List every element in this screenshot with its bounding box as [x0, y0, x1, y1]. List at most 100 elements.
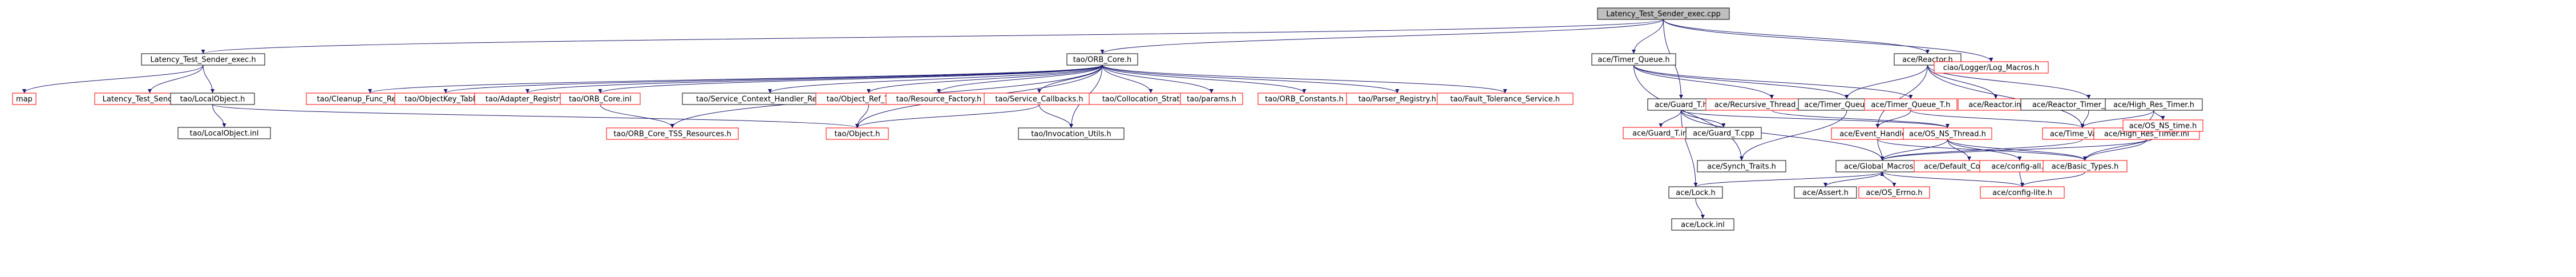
edge-guard-to-osnst — [1681, 110, 1950, 129]
node-orb[interactable]: tao/ORB_Core.h — [1066, 53, 1138, 66]
node-label: ace/Assert.h — [1802, 189, 1849, 198]
node-label: ace/Basic_Types.h — [2052, 163, 2118, 171]
node-label: ace/OS_NS_Thread.h — [1909, 130, 1986, 139]
node-label: Latency_Test_Sender_exec.cpp — [1606, 10, 1721, 19]
node-label: map — [16, 95, 33, 104]
node-box — [1018, 127, 1125, 140]
node-box — [1794, 186, 1857, 199]
edge-gm-to-configlite — [1882, 171, 2024, 187]
node-label: ciao/Logger/Log_Macros.h — [1943, 64, 2039, 73]
node-eh: ace/Event_Handler.h — [1831, 127, 1924, 140]
edge-gm-to-assert — [1823, 171, 1883, 187]
node-guardcpp[interactable]: ace/Guard_T.cpp — [1685, 127, 1762, 139]
node-oserrno: ace/OS_Errno.h — [1858, 186, 1930, 199]
node-orbinl: tao/ORB_Core.inl — [560, 93, 641, 105]
node-osnst: ace/OS_NS_Thread.h — [1903, 127, 1992, 140]
node-label: ace/Event_Handler.h — [1839, 130, 1916, 139]
edge-root-to-tq — [1632, 19, 1664, 54]
edge-configall-to-configlite — [2019, 171, 2024, 187]
edge-guard-to-lock — [1681, 110, 1698, 187]
node-box — [606, 127, 739, 140]
node-box — [1864, 98, 1958, 111]
edge-rtm-to-osnst — [1772, 110, 1950, 129]
node-label: tao/Adapter_Registry.h — [486, 95, 569, 104]
edge-orb-to-ort — [867, 65, 1103, 94]
node-label: Latency_Test_Sender_exec.h — [150, 56, 256, 65]
node-label: tao/ORB_Constants.h — [1265, 95, 1344, 104]
node-root[interactable]: Latency_Test_Sender_exec.cpp — [1597, 7, 1730, 20]
node-gm[interactable]: ace/Global_Macros.h — [1835, 160, 1929, 172]
edge-lock-to-lockinl — [1695, 198, 1705, 219]
node-box — [1858, 186, 1930, 199]
node-lock[interactable]: ace/Lock.h — [1668, 186, 1723, 199]
node-bt: ace/Basic_Types.h — [2043, 160, 2128, 172]
node-label: tao/Invocation_Utils.h — [1031, 130, 1111, 139]
node-label: ace/Guard_T.h — [1655, 101, 1707, 110]
node-box — [1980, 186, 2065, 199]
edge-hrt-to-osnstime — [2153, 110, 2165, 121]
edge-lobj-to-lobjinl — [212, 104, 227, 128]
edge-hrtinl-to-bt — [2083, 139, 2147, 161]
edge-tq-to-rtm — [1633, 65, 1774, 99]
edge-root-to-orb — [1100, 19, 1664, 54]
node-box — [560, 93, 641, 105]
edge-root-to-logm — [1663, 19, 1993, 62]
node-label: ace/Guard_T.cpp — [1693, 130, 1754, 138]
node-label: ace/OS_Errno.h — [1866, 189, 1922, 198]
node-label: ace/Lock.h — [1676, 189, 1716, 198]
node-label: tao/Service_Context_Handler_Registry.h — [696, 95, 844, 104]
node-layer: Latency_Test_Sender_exec.cppLatency_Test… — [12, 7, 2203, 231]
node-label: tao/Service_Callbacks.h — [995, 95, 1083, 104]
edge-orb-to-sc — [1037, 65, 1103, 94]
node-lobj[interactable]: tao/LocalObject.h — [170, 93, 255, 105]
node-label: tao/Parser_Registry.h — [1358, 95, 1436, 104]
node-label: ace/Synch_Traits.h — [1707, 163, 1776, 171]
node-label: ace/Reactor.inl — [1968, 101, 2023, 110]
node-logm: ciao/Logger/Log_Macros.h — [1934, 61, 2049, 74]
node-guard[interactable]: ace/Guard_T.h — [1647, 98, 1715, 111]
node-label: tao/Fault_Tolerance_Service.h — [1450, 95, 1560, 104]
node-lockinl[interactable]: ace/Lock.inl — [1671, 218, 1734, 231]
edge-orb-to-rf — [937, 65, 1103, 94]
node-box — [1597, 7, 1730, 20]
edge-reactor-to-tv — [1927, 65, 2085, 129]
node-assert[interactable]: ace/Assert.h — [1794, 186, 1857, 199]
edge-reactor-to-eh — [1875, 65, 1928, 129]
edge-eh-to-gm — [1877, 139, 1885, 161]
node-label: ace/High_Res_Timer.h — [2113, 101, 2194, 110]
node-box — [1697, 160, 1786, 172]
node-sc: tao/Service_Callbacks.h — [984, 93, 1095, 105]
node-params: tao/params.h — [1180, 93, 1243, 105]
edge-lts-to-lobj — [203, 65, 215, 94]
node-rf: tao/Resource_Factory.h — [885, 93, 992, 105]
edge-hrtinl-to-gm — [1880, 139, 2147, 161]
edge-tqfwd-to-st — [1740, 110, 1847, 161]
edge-tqt-to-tv — [1910, 110, 2085, 129]
node-tqt: ace/Timer_Queue_T.h — [1864, 98, 1958, 111]
edge-orb-to-cfr — [368, 65, 1103, 94]
node-configall: ace/config-all.h — [1979, 160, 2060, 172]
node-lobjinl[interactable]: tao/LocalObject.inl — [177, 127, 271, 139]
node-box — [1685, 127, 1762, 139]
node-ar: tao/Adapter_Registry.h — [474, 93, 581, 105]
node-label: ace/Timer_Queue.h — [1598, 56, 1669, 65]
node-box — [1591, 53, 1676, 66]
edge-root-to-reactor — [1663, 19, 1930, 54]
edge-tq-to-tqt — [1633, 65, 1913, 99]
node-okt: tao/ObjectKey_Table.h — [394, 93, 497, 105]
node-st[interactable]: ace/Synch_Traits.h — [1697, 160, 1786, 172]
edge-guard-to-guardcpp — [1681, 110, 1726, 128]
node-hrt[interactable]: ace/High_Res_Timer.h — [2105, 98, 2203, 111]
node-label: tao/LocalObject.h — [180, 95, 245, 104]
node-label: tao/Collocation_Strategy.h — [1102, 95, 1199, 104]
node-label: tao/Object.h — [834, 130, 880, 139]
node-iu[interactable]: tao/Invocation_Utils.h — [1018, 127, 1125, 140]
edge-orb-to-orbc — [1102, 65, 1307, 94]
node-label: tao/ORB_Core_TSS_Resources.h — [613, 130, 731, 139]
edge-orbinl-to-tss — [600, 104, 674, 129]
edge-orb-to-fts — [1102, 65, 1507, 94]
node-tq[interactable]: ace/Timer_Queue.h — [1591, 53, 1676, 66]
node-box — [170, 93, 255, 105]
node-lts[interactable]: Latency_Test_Sender_exec.h — [141, 53, 265, 66]
